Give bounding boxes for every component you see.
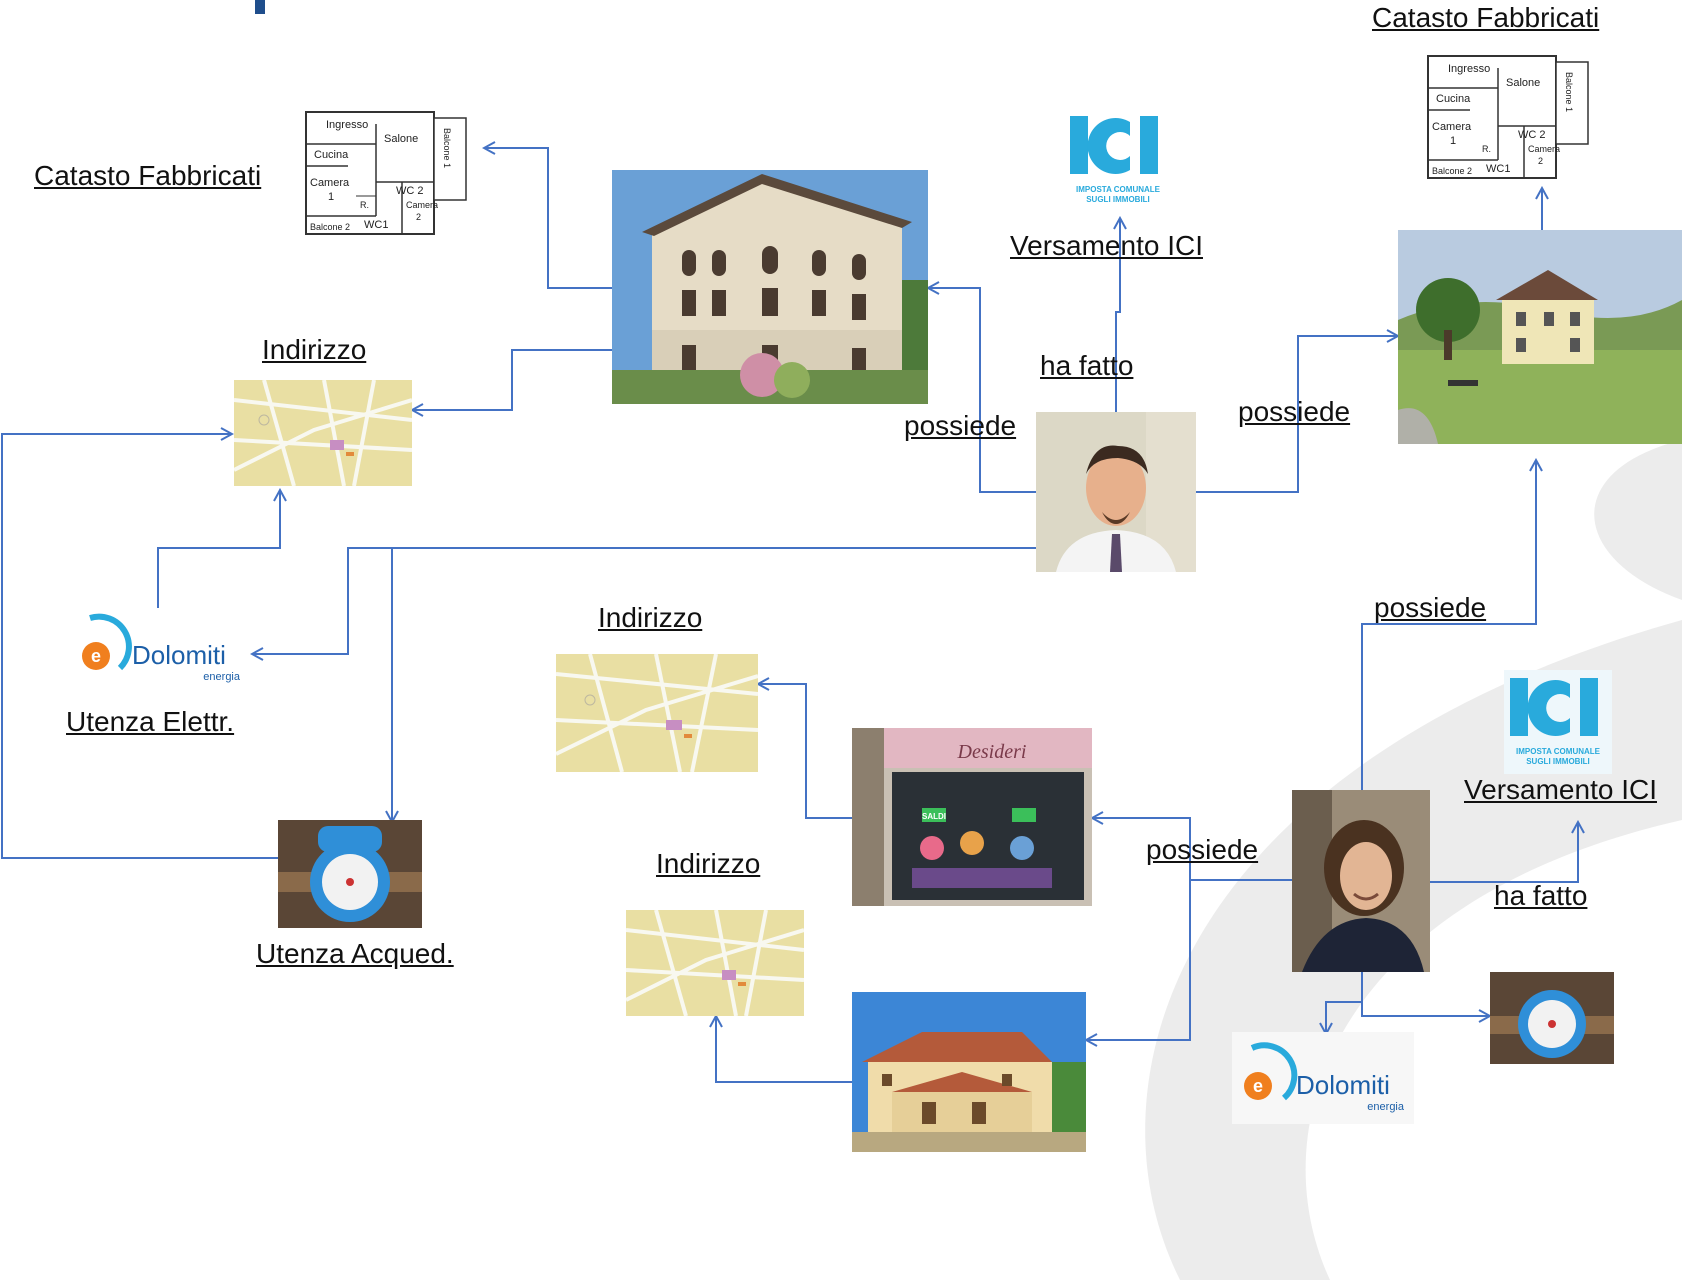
- ici-logo: IMPOSTA COMUNALE SUGLI IMMOBILI: [1504, 670, 1612, 774]
- shop-photo: Desideri SALDI: [852, 728, 1092, 906]
- label-utenza-acqued: Utenza Acqued.: [256, 938, 454, 969]
- dolomiti-sub: energia: [203, 671, 241, 683]
- ici-subtitle-2: SUGLI IMMOBILI: [1526, 757, 1590, 766]
- floorplan-camera1: Camera: [1432, 121, 1472, 133]
- floorplan-r: R.: [360, 200, 369, 210]
- villa-photo: [852, 992, 1086, 1152]
- label-indirizzo-mid: Indirizzo: [598, 602, 703, 633]
- person-photo: [1036, 412, 1196, 572]
- floorplan-balcone2: Balcone 2: [310, 222, 350, 232]
- label-indirizzo-top: Indirizzo: [262, 334, 367, 365]
- label-possiede: possiede: [1146, 834, 1259, 865]
- dolomiti-mark: e: [1253, 1076, 1263, 1096]
- floorplan-wc1: WC1: [1486, 163, 1510, 175]
- water-meter-photo: [278, 820, 422, 928]
- floorplan-wc2: WC 2: [1518, 129, 1546, 141]
- floorplan-camera2: Camera: [406, 200, 438, 210]
- dolomiti-mark: e: [91, 646, 101, 666]
- ici-subtitle-1: IMPOSTA COMUNALE: [1516, 747, 1601, 756]
- label-possiede: possiede: [1238, 396, 1351, 427]
- label-indirizzo-low: Indirizzo: [656, 848, 761, 879]
- floorplan-salone: Salone: [384, 133, 418, 145]
- floorplan-camera1-num: 1: [328, 191, 334, 203]
- label-utenza-elettr: Utenza Elettr.: [66, 706, 235, 737]
- label-versamento-right: Versamento ICI: [1464, 774, 1657, 805]
- dolomiti-logo: e Dolomiti energia: [70, 608, 250, 688]
- floorplan-wc2: WC 2: [396, 185, 424, 197]
- dolomiti-sub: energia: [1367, 1101, 1405, 1113]
- floorplan-image: Ingresso Salone Cucina Camera 1 R. WC 2 …: [298, 104, 474, 242]
- floorplan-camera2: Camera: [1528, 144, 1560, 154]
- ici-subtitle-2: SUGLI IMMOBILI: [1086, 195, 1150, 204]
- floorplan-cucina: Cucina: [314, 149, 349, 161]
- floorplan-wc1: WC1: [364, 219, 388, 231]
- label-catasto-right: Catasto Fabbricati: [1372, 2, 1600, 33]
- building-photo: [1398, 230, 1682, 444]
- label-possiede: possiede: [1374, 592, 1487, 623]
- floorplan-cucina: Cucina: [1436, 93, 1471, 105]
- ici-subtitle-1: IMPOSTA COMUNALE: [1076, 185, 1161, 194]
- ici-logo: IMPOSTA COMUNALE SUGLI IMMOBILI: [1068, 112, 1168, 212]
- building-photo: [612, 170, 928, 404]
- floorplan-ingresso: Ingresso: [326, 119, 368, 131]
- floorplan-camera1: Camera: [310, 177, 350, 189]
- floorplan-balcone1: Balcone 1: [1564, 72, 1574, 112]
- floorplan-ingresso: Ingresso: [1448, 63, 1490, 75]
- label-possiede: possiede: [904, 410, 1017, 441]
- shop-sign: Desideri: [957, 741, 1027, 763]
- label-versamento-top: Versamento ICI: [1010, 230, 1203, 261]
- floorplan-r: R.: [1482, 144, 1491, 154]
- floorplan-balcone2: Balcone 2: [1432, 166, 1472, 176]
- floorplan-balcone1: Balcone 1: [442, 128, 452, 168]
- dolomiti-name: Dolomiti: [132, 640, 226, 670]
- floorplan-camera1-num: 1: [1450, 135, 1456, 147]
- label-ha-fatto-top: ha fatto: [1040, 350, 1134, 381]
- floorplan-salone: Salone: [1506, 77, 1540, 89]
- label-ha-fatto-right: ha fatto: [1494, 880, 1588, 911]
- label-catasto-left: Catasto Fabbricati: [34, 160, 262, 191]
- water-meter-photo: [1490, 972, 1614, 1064]
- person-photo: [1292, 790, 1430, 972]
- dolomiti-name: Dolomiti: [1296, 1070, 1390, 1100]
- floorplan-camera2-num: 2: [1538, 156, 1543, 166]
- shop-tag: SALDI: [922, 812, 946, 821]
- map-thumbnail: [556, 654, 758, 772]
- floorplan-camera2-num: 2: [416, 212, 421, 222]
- map-thumbnail: [626, 910, 804, 1016]
- map-thumbnail: [234, 380, 412, 486]
- floorplan-image: Ingresso Salone Cucina Camera 1 R. WC 2 …: [1420, 48, 1596, 186]
- dolomiti-logo: e Dolomiti energia: [1232, 1032, 1414, 1124]
